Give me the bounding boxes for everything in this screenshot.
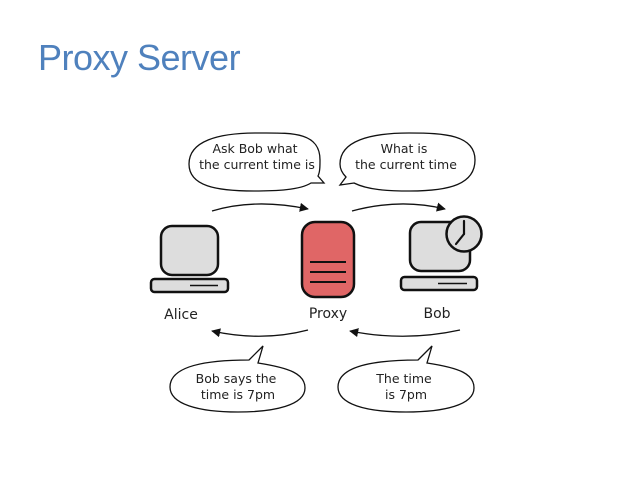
arrow-alice-to-proxy — [211, 202, 309, 212]
clock-icon — [445, 215, 483, 253]
alice-request-line-1: Ask Bob what — [212, 141, 297, 156]
arrow-proxy-to-bob — [351, 202, 446, 212]
proxy-response-line-1: Bob says the — [196, 371, 277, 386]
proxy-request-line-1: What is — [381, 141, 428, 156]
bob-response-line-1: The time — [375, 371, 432, 386]
node-label-alice: Alice — [164, 307, 198, 323]
node-label-bob: Bob — [423, 306, 450, 322]
proxy-request-line-2: the current time — [355, 157, 457, 172]
bob-response-bubble: The time is 7pm — [337, 345, 475, 413]
proxy-request-text: What is the current time — [355, 141, 457, 172]
proxy-response-bubble: Bob says the time is 7pm — [169, 345, 306, 413]
arrow-bob-to-proxy — [349, 328, 461, 338]
node-label-proxy: Proxy — [309, 306, 347, 322]
computer-icon — [149, 224, 230, 294]
slide-title: Proxy Server — [38, 37, 241, 78]
proxy-response-line-2: time is 7pm — [201, 387, 275, 402]
server-icon — [300, 220, 356, 299]
computer-with-clock-icon — [399, 215, 483, 292]
alice-request-line-2: the current time is — [199, 157, 315, 172]
alice-request-text: Ask Bob what the current time is — [199, 141, 315, 172]
proxy-request-bubble: What is the current time — [338, 132, 476, 192]
arrow-proxy-to-alice — [211, 328, 309, 338]
bob-response-line-2: is 7pm — [385, 387, 427, 402]
bob-response-text: The time is 7pm — [375, 371, 435, 402]
proxy-response-text: Bob says the time is 7pm — [196, 371, 281, 402]
alice-request-bubble: Ask Bob what the current time is — [188, 132, 326, 192]
